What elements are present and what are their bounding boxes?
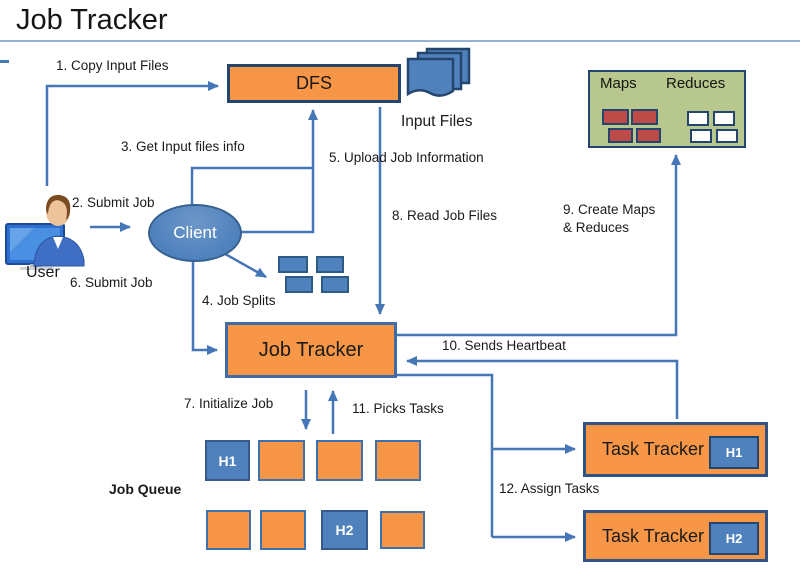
reduce-slot xyxy=(690,129,712,143)
job-queue-slot xyxy=(206,510,251,550)
job-queue-slot-h1: H1 xyxy=(205,440,250,481)
dfs-label: DFS xyxy=(296,73,332,93)
job-queue-slot xyxy=(380,511,425,549)
task-tracker-2-badge: H2 xyxy=(709,522,759,555)
job-queue-slot-h2: H2 xyxy=(321,510,368,550)
maps-label: Maps xyxy=(600,75,637,92)
arrow-sends-heartbeat xyxy=(406,356,679,419)
task-tracker-1-label: Task Tracker xyxy=(602,439,705,459)
document-stack-icon xyxy=(406,47,471,97)
step-label-1: 1. Copy Input Files xyxy=(56,58,169,73)
arrow-job-splits xyxy=(219,249,267,279)
job-split-block xyxy=(285,276,313,293)
step-label-6: 6. Submit Job xyxy=(70,275,153,290)
task-tracker-1-badge: H1 xyxy=(709,436,759,469)
job-tracker-node: Job Tracker xyxy=(225,322,397,378)
title-divider xyxy=(0,40,800,42)
reduce-slot xyxy=(687,111,709,126)
step-label-11: 11. Picks Tasks xyxy=(352,401,444,416)
job-queue-label: Job Queue xyxy=(109,481,182,497)
maps-reduces-node: Maps Reduces xyxy=(588,70,746,148)
job-split-block xyxy=(316,256,344,273)
task-tracker-2-label: Task Tracker xyxy=(602,525,705,546)
job-queue-slot xyxy=(316,440,363,481)
step-label-9: 9. Create Maps & Reduces xyxy=(563,202,656,235)
job-split-block xyxy=(278,256,308,273)
step-label-8: 8. Read Job Files xyxy=(392,208,498,223)
dfs-node: DFS xyxy=(227,64,401,103)
client-node: Client xyxy=(148,204,242,262)
step-label-7: 7. Initialize Job xyxy=(184,396,274,411)
task-tracker-2-node: Task Tracker H2 xyxy=(583,510,768,562)
input-files-label: Input Files xyxy=(401,113,473,130)
map-slot xyxy=(631,109,658,125)
arrow-copy-input-files xyxy=(45,81,219,186)
job-queue-slot xyxy=(375,440,421,481)
client-label: Client xyxy=(173,223,217,242)
reduce-slot xyxy=(716,129,738,143)
job-queue-slot xyxy=(260,510,306,550)
step-label-5: 5. Upload Job Information xyxy=(329,150,484,165)
page-title: Job Tracker xyxy=(16,4,168,36)
step-label-12: 12. Assign Tasks xyxy=(499,481,600,496)
map-slot xyxy=(636,128,661,143)
reduce-slot xyxy=(713,111,735,126)
step-label-4: 4. Job Splits xyxy=(202,293,276,308)
arrow-get-input-files-info xyxy=(190,166,312,206)
edge-line-fragment xyxy=(0,60,9,63)
map-slot xyxy=(608,128,633,143)
job-split-block xyxy=(321,276,349,293)
job-queue-slot xyxy=(258,440,305,481)
task-tracker-1-node: Task Tracker H1 xyxy=(583,422,768,477)
arrow-upload-job-info xyxy=(239,109,318,234)
step-label-2: 2. Submit Job xyxy=(72,195,155,210)
step-label-10: 10. Sends Heartbeat xyxy=(442,338,566,353)
map-slot xyxy=(602,109,629,125)
user-label: User xyxy=(26,264,60,281)
job-tracker-label: Job Tracker xyxy=(258,338,364,361)
user-at-computer-icon xyxy=(5,194,85,270)
reduces-label: Reduces xyxy=(666,75,726,92)
arrow-create-maps-reduces xyxy=(397,154,681,337)
step-label-3: 3. Get Input files info xyxy=(121,139,245,154)
